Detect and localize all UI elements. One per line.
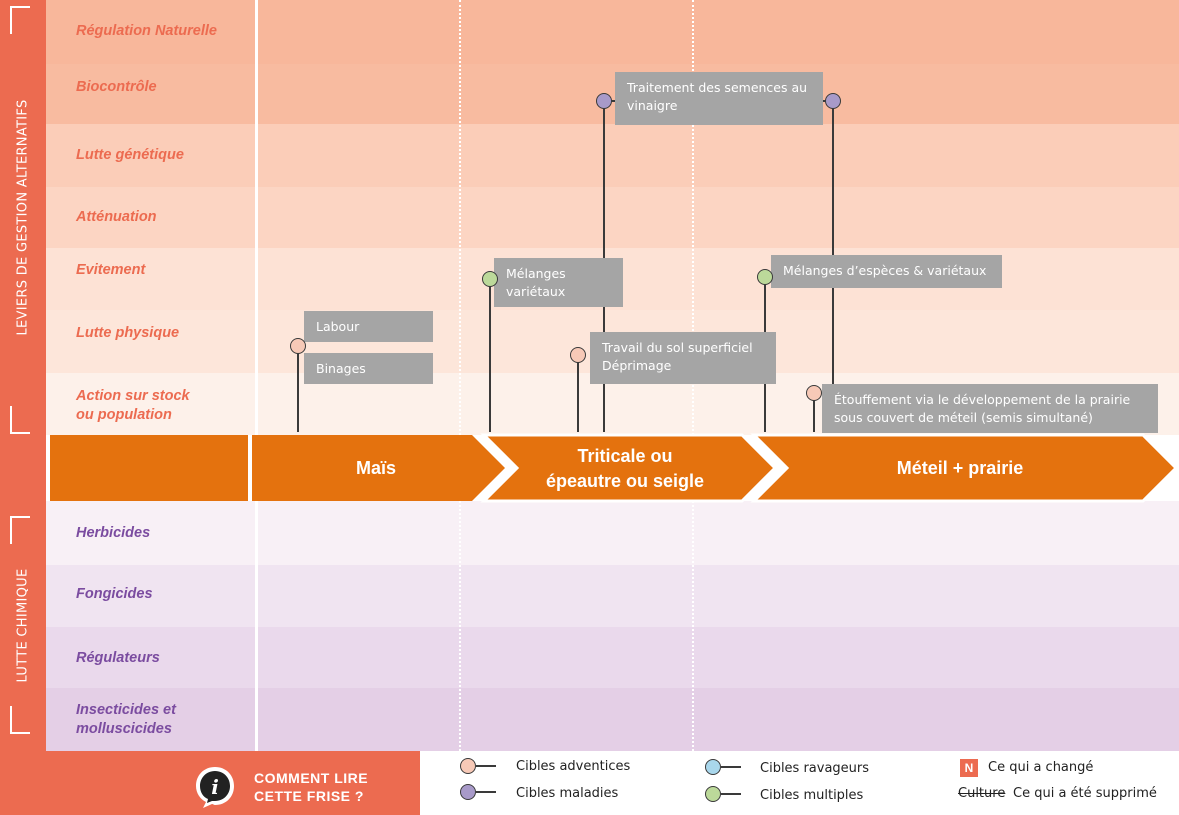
stem-travail-sol <box>577 360 579 432</box>
levers-bracket-top <box>10 6 30 34</box>
target-adventices-marker <box>570 347 586 363</box>
row-herbicides: Herbicides <box>46 501 1179 565</box>
crop-arrow-meteil <box>750 433 1179 503</box>
connector-traitement-right <box>822 100 826 102</box>
season-divider-1 <box>459 0 461 751</box>
row-fongicides: Fongicides <box>46 565 1179 627</box>
row-label: Régulation Naturelle <box>76 23 217 39</box>
label-column-divider <box>255 0 258 751</box>
crop-label-meteil: Méteil + prairie <box>896 458 1024 478</box>
target-adventices-marker <box>290 338 306 354</box>
row-regulation-naturelle: Régulation Naturelle <box>46 0 1179 64</box>
row-label: Herbicides <box>76 525 151 541</box>
legend-multiples-label: Cibles multiples <box>760 788 864 803</box>
target-multiples-marker <box>757 269 773 285</box>
timeline-label-cell <box>50 435 248 501</box>
legend-culture-struck: Culture <box>958 786 1006 801</box>
row-label: Lutte génétique <box>76 147 184 163</box>
legend-maladies-marker <box>460 784 504 800</box>
crop-label-triticale: Triticale ou épeautre ou seigle <box>545 446 705 491</box>
lever-box-etouffement: Étouffement via le développement de la p… <box>822 384 1158 433</box>
target-multiples-marker <box>482 271 498 287</box>
lever-box-binages: Binages <box>304 353 433 384</box>
lever-box-labour: Labour <box>304 311 433 342</box>
connector-traitement-left <box>611 100 615 102</box>
row-label: Atténuation <box>76 209 157 225</box>
chem-side-band <box>0 435 46 815</box>
row-attenuation: Atténuation <box>46 187 1179 248</box>
lever-box-melanges-especes: Mélanges d’espèces & variétaux <box>771 255 1002 288</box>
levers-side-band <box>0 0 46 435</box>
stem-etouffement <box>813 400 815 432</box>
legend-adventices-marker <box>460 758 504 774</box>
levers-bracket-bottom <box>10 406 30 434</box>
target-maladies-marker <box>596 93 612 109</box>
row-lutte-genetique: Lutte génétique <box>46 124 1179 187</box>
row-label: Insecticides et molluscicides <box>76 702 176 737</box>
row-label: Evitement <box>76 262 146 278</box>
row-insecticides: Insecticides et molluscicides <box>46 688 1179 751</box>
legend-adventices-label: Cibles adventices <box>516 759 631 774</box>
row-biocontrole: Biocontrôle <box>46 64 1179 124</box>
legend-maladies-label: Cibles maladies <box>516 786 619 801</box>
target-adventices-marker <box>806 385 822 401</box>
row-label: Lutte physique <box>76 325 180 341</box>
row-label: Action sur stock ou population <box>76 388 190 423</box>
crop-arrow-mais <box>252 435 505 501</box>
chem-bracket-bottom <box>10 706 30 734</box>
svg-text:i: i <box>211 775 219 799</box>
legend-changed-label: Ce qui a changé <box>988 760 1094 775</box>
row-label: Régulateurs <box>76 650 160 666</box>
legend-ravageurs-label: Cibles ravageurs <box>760 761 870 776</box>
info-bubble-icon: i <box>196 767 234 808</box>
legend-ravageurs-marker <box>705 759 749 775</box>
crop-arrow-triticale <box>480 433 778 503</box>
stem-melanges-var <box>489 285 491 432</box>
lever-box-melanges-varietaux: Mélanges variétaux <box>494 258 623 307</box>
row-label: Biocontrôle <box>76 79 157 95</box>
target-maladies-marker <box>825 93 841 109</box>
changed-badge-icon: N <box>960 759 978 777</box>
how-to-read-text: COMMENT LIRE CETTE FRISE ? <box>254 770 369 804</box>
chem-bracket-top <box>10 516 30 544</box>
row-regulateurs: Régulateurs <box>46 627 1179 688</box>
row-label: Fongicides <box>76 586 153 602</box>
lever-box-traitement: Traitement des semences au vinaigre <box>615 72 823 125</box>
crop-label-mais: Maïs <box>355 458 397 478</box>
legend-removed-label: Ce qui a été supprimé <box>1013 786 1157 801</box>
lever-box-travail-sol: Travail du sol superficiel Déprimage <box>590 332 776 384</box>
stem-binages <box>297 350 299 432</box>
legend-multiples-marker <box>705 786 749 802</box>
